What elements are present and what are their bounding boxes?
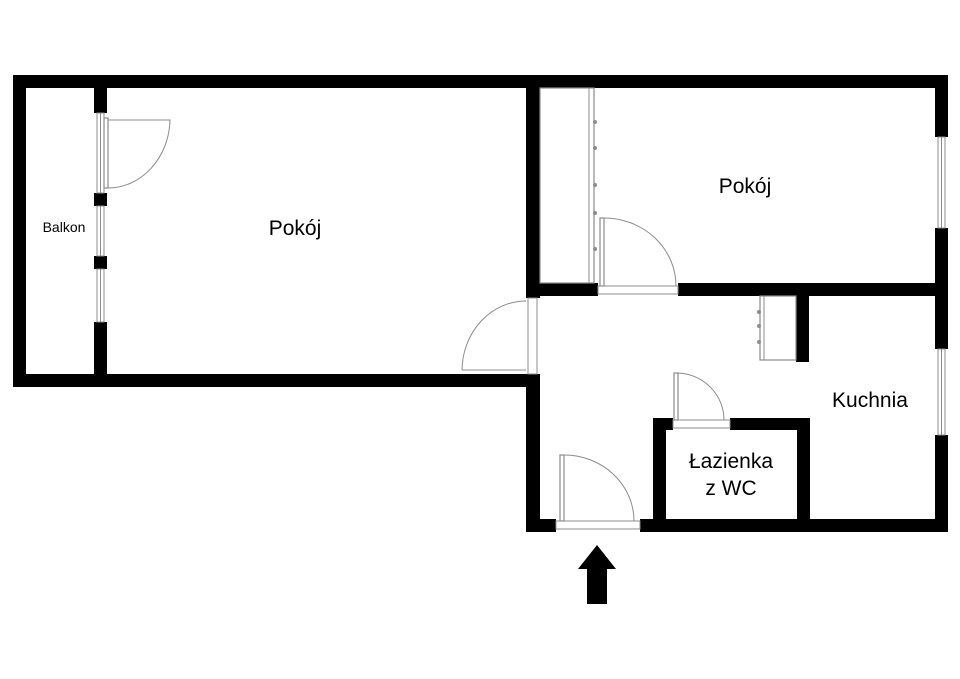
doors (103, 117, 731, 530)
wardrobe (539, 87, 597, 284)
wall-balcony-pier-1 (94, 193, 107, 206)
room-label-kitchen: Kuchnia (832, 389, 908, 412)
windows (96, 112, 946, 436)
wall-kitchen-pillar (796, 283, 809, 362)
room-label-living-room: Pokój (269, 217, 322, 240)
wall-balcony-pier-2 (94, 256, 107, 269)
wall-bedroom-bottom-a (526, 283, 598, 296)
door-living-room (461, 297, 538, 375)
wall-right-upper (935, 75, 948, 137)
wall-bath-left (653, 418, 666, 528)
room-label-bathroom-line2: z WC (705, 477, 756, 500)
wall-corridor-left (526, 374, 540, 532)
room-label-balcony: Balkon (43, 219, 86, 235)
room-label-bathroom-line1: Łazienka (689, 450, 773, 473)
door-entrance (555, 454, 641, 530)
wall-bath-right (797, 418, 810, 528)
walls (13, 75, 948, 532)
wall-bottom-left (13, 374, 540, 387)
door-bathroom (672, 372, 731, 429)
arrow-up-icon (578, 545, 616, 604)
wall-top-right (526, 75, 948, 88)
wall-right-lower (935, 435, 948, 532)
kitchen-cabinet (757, 295, 797, 361)
wardrobe-cabinet (539, 87, 595, 284)
wall-bedroom-bottom-b (678, 283, 948, 296)
wall-left (13, 75, 26, 387)
room-label-bedroom: Pokój (719, 175, 772, 198)
wall-balcony-top (94, 75, 107, 113)
door-balcony (103, 117, 171, 189)
wall-divider-upper (526, 75, 540, 298)
door-bedroom (597, 217, 679, 295)
wall-balcony-bottom (94, 322, 107, 387)
wall-top-left (13, 75, 531, 88)
wall-bath-top-b (730, 418, 810, 430)
kitchen-cabinet-unit (759, 295, 797, 361)
wall-bath-top-a (653, 418, 673, 430)
wall-bottom-right (640, 519, 948, 532)
